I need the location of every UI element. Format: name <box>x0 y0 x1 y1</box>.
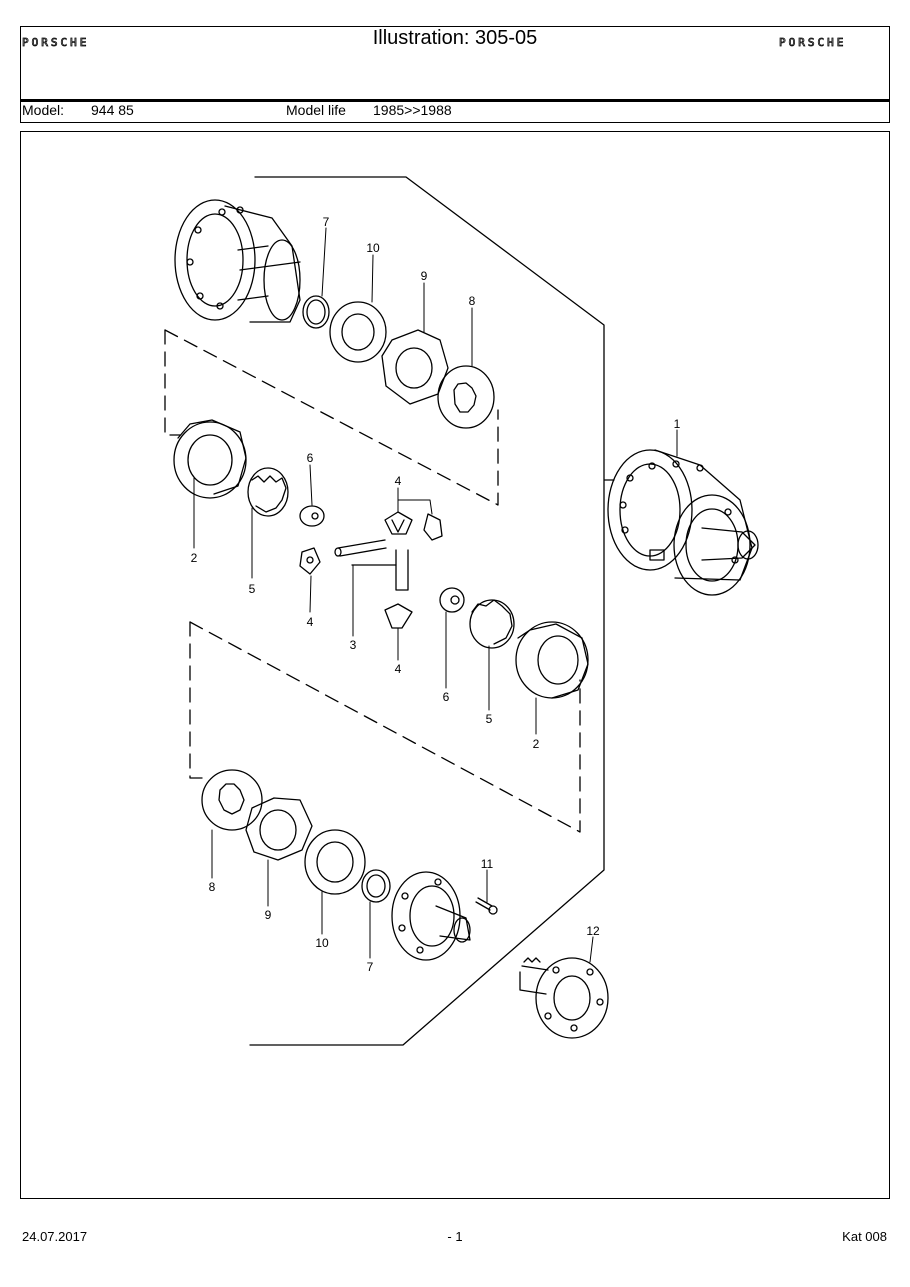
thrust-washer-10-upper <box>329 301 387 363</box>
callout-5-lower: 5 <box>486 712 493 726</box>
model-life-value: 1985>>1988 <box>373 102 452 118</box>
model-life-label: Model life <box>286 102 346 118</box>
callout-9-lower: 9 <box>265 908 272 922</box>
pressure-ring-2-lower <box>515 621 589 699</box>
dashed-group-lower-left <box>189 621 206 779</box>
callout-1: 1 <box>674 417 681 431</box>
side-gear-5-lower <box>469 599 515 649</box>
drive-flange-12 <box>519 957 609 1039</box>
page-title: Illustration: 305-05 <box>372 27 538 49</box>
footer-catalog: Kat 008 <box>842 1229 887 1244</box>
pressure-ring-2-upper <box>173 419 247 499</box>
callout-2-upper: 2 <box>191 551 198 565</box>
porsche-logo-left: PORSCHE <box>22 36 89 48</box>
callout-4-left: 4 <box>307 615 314 629</box>
pinion-gear-4-bottom <box>384 603 413 629</box>
callout-11: 11 <box>481 857 494 871</box>
dashed-group-upper-left <box>164 329 181 436</box>
callout-12: 12 <box>586 924 600 938</box>
footer-page-number: - 1 <box>447 1229 463 1244</box>
bolt-11 <box>475 897 498 915</box>
assembly-outline <box>249 176 615 1046</box>
friction-disc-8-upper <box>437 365 495 429</box>
callout-8-lower: 8 <box>209 880 216 894</box>
svg-text:PORSCHE: PORSCHE <box>779 36 846 48</box>
callout-labels: 7 10 9 8 1 6 4 2 5 4 3 4 6 5 2 11 8 9 12… <box>191 215 681 974</box>
model-value: 944 85 <box>91 102 134 118</box>
housing-half-upper <box>174 199 301 323</box>
footer-date: 24.07.2017 <box>22 1229 88 1244</box>
thrust-washer-6-lower <box>439 587 465 613</box>
friction-plate-9-lower <box>245 797 313 861</box>
callout-7-lower: 7 <box>367 960 374 974</box>
pinion-gear-4-top <box>384 511 413 535</box>
callout-9-upper: 9 <box>421 269 428 283</box>
side-gear-5-upper <box>247 467 289 517</box>
housing-half-lower <box>391 871 471 961</box>
cross-shaft-3 <box>334 539 409 591</box>
callout-8-upper: 8 <box>469 294 476 308</box>
illustration-frame <box>20 131 890 1199</box>
pinion-gear-4-right <box>423 513 443 541</box>
callout-6-upper: 6 <box>307 451 314 465</box>
leader-lines <box>193 227 678 963</box>
callout-5-upper: 5 <box>249 582 256 596</box>
callout-7-upper: 7 <box>323 215 330 229</box>
differential-housing-1 <box>607 449 759 596</box>
callout-3: 3 <box>350 638 357 652</box>
callout-10-lower: 10 <box>315 936 329 950</box>
friction-disc-8-lower <box>201 769 263 831</box>
callout-4-bottom: 4 <box>395 662 402 676</box>
model-row <box>20 101 890 123</box>
ring-7-upper <box>302 295 330 329</box>
thrust-washer-6-upper <box>299 505 325 527</box>
callout-2-lower: 2 <box>533 737 540 751</box>
dashed-group-upper <box>164 329 499 506</box>
porsche-logo-right: PORSCHE <box>779 36 846 48</box>
callout-6-lower: 6 <box>443 690 450 704</box>
model-label: Model: <box>22 102 65 118</box>
pinion-gear-4-left <box>299 547 321 575</box>
thrust-washer-10-lower <box>304 829 366 895</box>
ring-7-lower <box>361 869 391 903</box>
dashed-group-lower <box>189 621 581 833</box>
header-rule <box>20 99 890 102</box>
callout-10-upper: 10 <box>366 241 380 255</box>
svg-text:PORSCHE: PORSCHE <box>22 36 89 48</box>
callout-4-top: 4 <box>395 474 402 488</box>
